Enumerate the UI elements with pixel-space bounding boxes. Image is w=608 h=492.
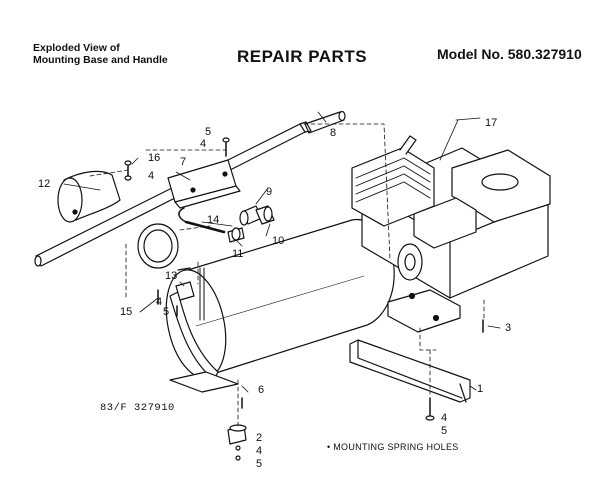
handle-bar: [34, 110, 346, 267]
assembly-lines: [89, 123, 485, 429]
callout-7: 7: [180, 156, 187, 168]
callout-5: 5: [256, 458, 263, 470]
callout-11: 11: [232, 248, 244, 260]
callout-12: 12: [38, 178, 51, 190]
air-tank: [137, 218, 395, 379]
callout-5: 5: [163, 306, 170, 318]
callout-15: 15: [120, 306, 133, 318]
engine: [351, 135, 551, 333]
callout-1: 1: [477, 383, 484, 395]
callout-5: 5: [441, 425, 448, 437]
handle-bracket: [167, 159, 241, 209]
callout-10: 10: [272, 235, 285, 247]
tank-guard: [169, 291, 219, 381]
fitting-assembly: [178, 205, 275, 243]
callout-8: 8: [330, 127, 337, 139]
callout-3: 3: [505, 322, 512, 334]
callout-17: 17: [485, 117, 498, 129]
callout-2: 2: [256, 432, 263, 444]
subtitle-line-1: Exploded View of: [33, 42, 120, 54]
callout-4: 4: [200, 138, 207, 150]
callout-4: 4: [148, 170, 155, 182]
callout-14: 14: [207, 214, 220, 226]
model-number: Model No. 580.327910: [437, 46, 582, 62]
rubber-foot: [227, 424, 247, 461]
callout-13: 13: [165, 270, 178, 282]
drawing-reference-code: 83/F 327910: [100, 402, 175, 414]
mounting-rail: [349, 339, 471, 403]
tank-foot: [169, 371, 239, 393]
page-title: REPAIR PARTS: [237, 47, 368, 66]
callout-16: 16: [148, 152, 161, 164]
mounting-holes-note: • MOUNTING SPRING HOLES: [327, 442, 459, 452]
callout-5: 5: [205, 126, 212, 138]
callout-9: 9: [266, 186, 273, 198]
fasteners: [124, 137, 484, 421]
leader-lines: [63, 111, 501, 393]
callout-4: 4: [156, 296, 163, 308]
bracket-13: [157, 267, 205, 321]
end-cap: [57, 170, 121, 223]
callout-6: 6: [258, 384, 265, 396]
subtitle-line-2: Mounting Base and Handle: [33, 54, 168, 66]
callout-4: 4: [256, 445, 263, 457]
callout-4: 4: [441, 412, 448, 424]
